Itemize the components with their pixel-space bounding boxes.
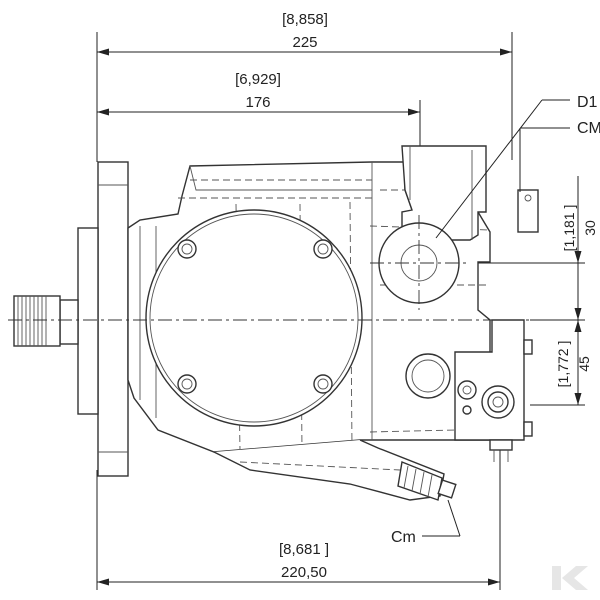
- dimension-right-lower: [1,772 ] 45: [530, 320, 592, 406]
- callout-d1-label: D1: [577, 94, 598, 111]
- dim-partial-width-mm: 176: [245, 94, 270, 111]
- dimension-bottom-width: [8,681 ] 220,50: [96, 440, 501, 590]
- bolt-4: [313, 374, 333, 394]
- dim-bottom-width-inch: [8,681 ]: [279, 541, 329, 558]
- mounting-flange: [59, 161, 129, 477]
- dim-partial-width-inch: [6,929]: [235, 71, 281, 88]
- dimension-right-upper: [1,181 ] 30: [470, 176, 598, 321]
- port-plate: [401, 145, 487, 241]
- dim-right-upper-mm: 30: [582, 220, 598, 236]
- servo-cylinder: [213, 439, 457, 501]
- dimension-overall-width: [8,858] 225: [96, 11, 513, 162]
- cm-top-fitting: [517, 189, 539, 233]
- bolt-3: [177, 374, 197, 394]
- control-valve-block: [454, 319, 533, 462]
- dim-overall-width-mm: 225: [292, 34, 317, 51]
- callout-cm-bottom-label: Cm: [391, 529, 416, 546]
- side-port: [405, 353, 451, 399]
- bolt-1: [177, 239, 197, 259]
- bolt-2: [313, 239, 333, 259]
- callout-d1-cm: D1 CM: [435, 94, 600, 239]
- drive-shaft: [13, 295, 61, 347]
- dim-bottom-width-mm: 220,50: [281, 564, 327, 581]
- callout-cm-bottom: Cm: [391, 499, 461, 546]
- port-d1: [370, 215, 470, 310]
- k-logo-icon: [552, 566, 588, 590]
- cover-plate: [145, 209, 363, 427]
- dim-right-upper-inch: [1,181 ]: [561, 205, 577, 252]
- dim-right-lower-inch: [1,772 ]: [555, 341, 571, 388]
- dim-overall-width-inch: [8,858]: [282, 11, 328, 28]
- dim-right-lower-mm: 45: [576, 356, 592, 372]
- callout-cm-top-label: CM: [577, 120, 600, 137]
- dimension-partial-width: [6,929] 176: [97, 71, 421, 242]
